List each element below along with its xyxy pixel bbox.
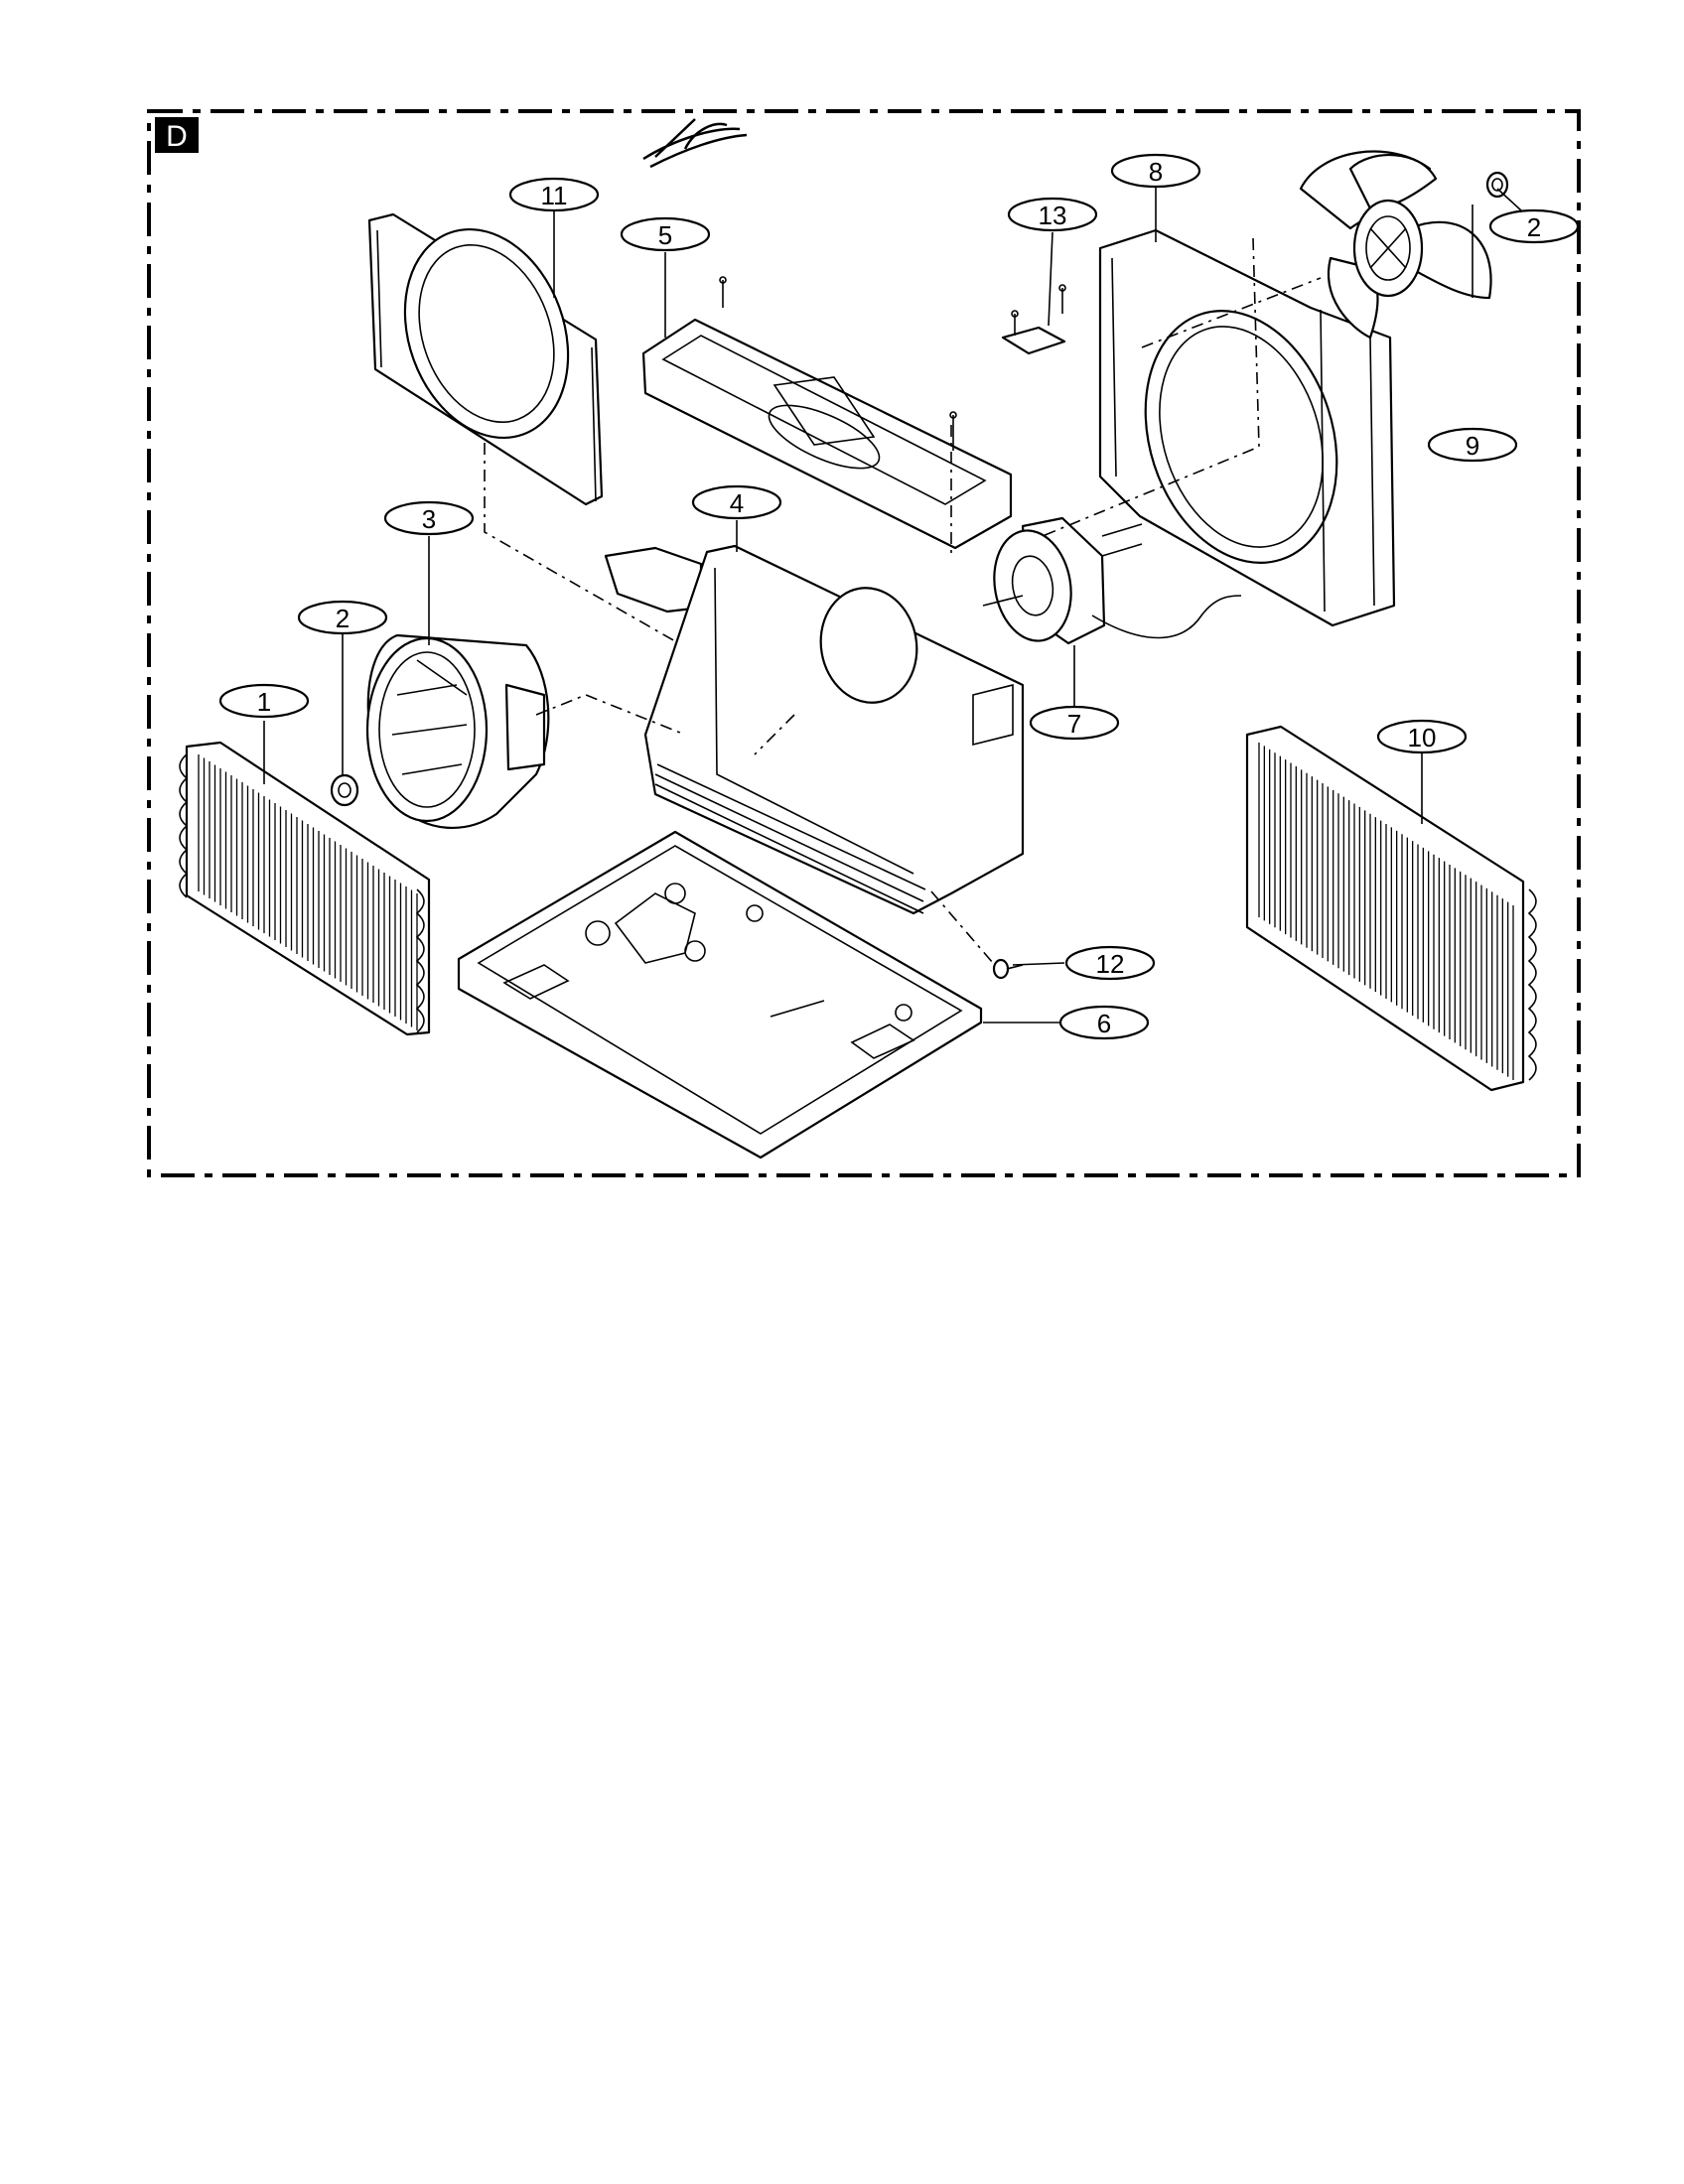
callout-10: 10	[1376, 719, 1468, 754]
callout-8: 8	[1110, 153, 1201, 189]
part-2-nut-left	[330, 773, 359, 807]
alignment-lines	[484, 237, 1322, 964]
svg-text:8: 8	[1149, 157, 1163, 187]
callout-9: 9	[1427, 427, 1518, 463]
svg-text:2: 2	[1527, 212, 1541, 242]
part-4-main-housing	[604, 544, 1025, 915]
part-2-nut-right	[1485, 171, 1509, 199]
svg-text:9: 9	[1466, 431, 1479, 461]
svg-text:3: 3	[422, 504, 436, 534]
part-1-evaporator-coil	[179, 741, 431, 1036]
svg-text:7: 7	[1067, 709, 1081, 739]
callout-2-right: 2	[1488, 208, 1580, 244]
part-13-bracket	[1001, 284, 1066, 355]
leader-lines	[263, 187, 1522, 1024]
callout-3: 3	[383, 500, 475, 536]
part-8-shroud	[1098, 228, 1396, 627]
part-3-blower-fan	[365, 633, 550, 830]
section-tag-label: D	[166, 120, 188, 153]
svg-text:5: 5	[658, 220, 672, 250]
part-10-condenser-coil	[1245, 725, 1537, 1092]
svg-text:4: 4	[730, 488, 744, 518]
section-tag: D	[155, 117, 199, 153]
callout-1: 1	[218, 683, 310, 719]
callout-7: 7	[1029, 705, 1120, 741]
part-12-screw	[992, 958, 1024, 980]
svg-text:2: 2	[336, 604, 350, 633]
svg-text:13: 13	[1039, 201, 1067, 230]
callout-12: 12	[1064, 945, 1156, 981]
svg-text:1: 1	[257, 687, 271, 717]
callout-2-left: 2	[297, 600, 388, 635]
part-11-orifice-panel	[367, 212, 604, 506]
scribble-mark	[642, 118, 748, 169]
callout-4: 4	[691, 484, 782, 520]
callout-6: 6	[1058, 1005, 1150, 1040]
part-9-propeller-fan	[1299, 150, 1492, 340]
part-5-top-tray	[641, 276, 1013, 550]
svg-text:11: 11	[541, 181, 568, 210]
callout-5: 5	[620, 216, 711, 252]
callout-11: 11	[508, 177, 600, 212]
svg-text:10: 10	[1408, 723, 1437, 752]
frame-border	[147, 109, 1581, 1177]
svg-text:6: 6	[1097, 1009, 1111, 1038]
part-7-fan-motor	[982, 516, 1242, 645]
part-6-base-pan	[457, 830, 983, 1160]
svg-text:12: 12	[1096, 949, 1125, 979]
callout-13: 13	[1007, 197, 1098, 232]
